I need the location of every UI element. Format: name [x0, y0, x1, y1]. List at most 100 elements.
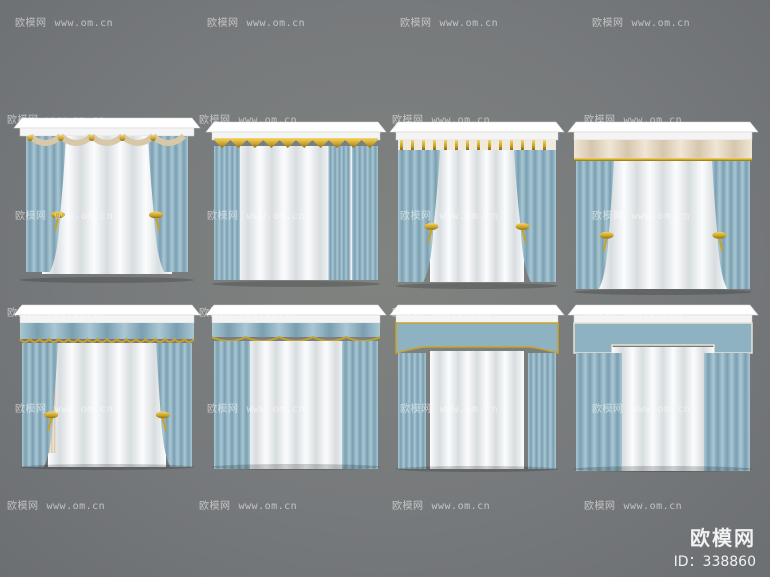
gold-tieback — [155, 411, 170, 419]
blue-panel-left — [576, 353, 622, 471]
blue-panel-left — [214, 341, 250, 469]
header-pleat — [521, 140, 524, 150]
floor-shadow — [396, 283, 558, 289]
pelmet — [212, 323, 380, 337]
blue-panel-inner — [328, 146, 351, 280]
floor-shadow — [20, 277, 194, 283]
cornice-band — [573, 131, 753, 141]
blue-drape-right — [514, 150, 556, 282]
tassel — [427, 229, 433, 243]
header-pleat — [532, 140, 535, 150]
gold-tieback — [515, 223, 530, 231]
tassel — [47, 417, 53, 432]
gold-tieback — [44, 411, 59, 419]
curtain-set-4 — [567, 121, 759, 295]
sheer-curtain — [430, 144, 524, 282]
header-pleat — [444, 140, 447, 150]
blue-panel-right — [528, 353, 556, 469]
sheer-curtain — [246, 341, 346, 469]
sheer-curtain — [612, 347, 714, 471]
gold-tieback — [712, 231, 727, 239]
tassel — [155, 217, 160, 232]
header-pleat — [543, 140, 546, 150]
curtain-set-6 — [205, 304, 387, 470]
gold-tassel-bead — [88, 135, 95, 141]
gold-tassel-bead — [119, 135, 126, 141]
tassel — [161, 417, 167, 432]
floor-shadow — [20, 464, 194, 470]
floor-shadow — [574, 466, 752, 472]
gold-tieback — [599, 231, 614, 239]
blue-drape-left — [576, 161, 614, 289]
floor-shadow — [574, 289, 752, 295]
curtain-set-8 — [567, 304, 759, 472]
blue-drape-left — [22, 343, 58, 467]
blue-drape-right — [712, 161, 750, 289]
header-pleat — [433, 140, 436, 150]
floor-shadow — [212, 281, 380, 287]
header-pleat — [411, 140, 414, 150]
wave-valance — [214, 138, 378, 148]
scallop-trim — [211, 335, 381, 342]
header-pleat — [499, 140, 502, 150]
sheer-curtain — [598, 161, 728, 289]
gold-tassel-bead — [150, 135, 157, 141]
ruffle-valance — [20, 323, 194, 339]
blue-drape-right — [148, 136, 188, 272]
gold-tassel-bead — [27, 135, 33, 141]
curtain-set-1 — [13, 117, 201, 283]
tassel — [521, 229, 527, 243]
curtain-set-3 — [389, 121, 565, 289]
tassel — [602, 238, 608, 252]
gold-tieback — [51, 211, 65, 219]
cornice-band — [19, 127, 195, 137]
blue-panel-left — [214, 146, 240, 280]
curtain-set-5 — [13, 304, 201, 470]
sheer-curtain — [430, 351, 524, 469]
floor-shadow — [396, 466, 558, 472]
box-valance — [574, 140, 752, 158]
blue-drape-right — [156, 343, 192, 467]
header-pleat — [488, 140, 491, 150]
header-pleat — [466, 140, 469, 150]
arched-pelmet — [395, 322, 559, 354]
ruffle-trim — [19, 337, 195, 343]
tassel — [718, 238, 724, 252]
gold-tieback — [424, 223, 439, 231]
header-pleat — [477, 140, 480, 150]
curtain-set-2 — [205, 121, 387, 287]
header-pleat — [510, 140, 513, 150]
header-pleat — [422, 140, 425, 150]
blue-panel-right — [342, 341, 378, 469]
sheer-curtain — [48, 343, 166, 467]
header-pleat — [400, 140, 403, 150]
gold-tieback — [149, 211, 163, 219]
gold-tassel-bead — [57, 135, 64, 141]
blue-panel-right — [352, 146, 378, 280]
blue-drape-left — [26, 136, 66, 272]
cornice-band — [395, 131, 559, 141]
